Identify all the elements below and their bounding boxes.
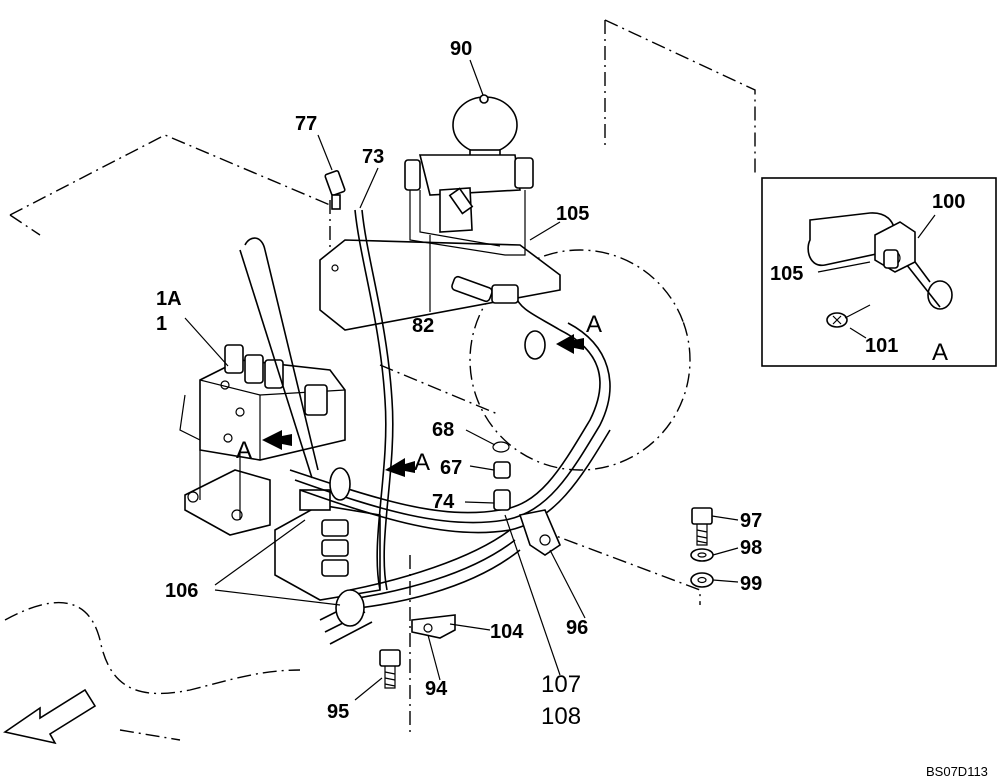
- view-marker-a: A: [586, 311, 602, 338]
- fittings-67-68-74: [492, 441, 511, 511]
- bolt-95: [379, 649, 401, 689]
- view-a-arrows: [262, 334, 584, 477]
- callout-105: 105: [556, 203, 589, 225]
- washer-99: [690, 572, 714, 588]
- callout-90: 90: [450, 38, 472, 60]
- callout-96: 96: [566, 617, 588, 639]
- detail-callout-100: 100: [932, 191, 965, 213]
- view-marker-a: A: [414, 449, 430, 476]
- callout-106: 106: [165, 580, 198, 602]
- callout-74: 74: [432, 491, 455, 513]
- clamp-94-104: [411, 614, 456, 639]
- drawing-code: BS07D113: [926, 764, 988, 779]
- callout-104: 104: [490, 621, 524, 643]
- callout-1a: 1A: [156, 288, 182, 310]
- callout-67: 67: [440, 457, 462, 479]
- detail-callout-105: 105: [770, 263, 803, 285]
- hydraulic-hoses: [239, 209, 611, 645]
- callout-1: 1: [156, 313, 167, 335]
- callout-98: 98: [740, 537, 762, 559]
- bolt-97: [691, 507, 713, 546]
- callout-108: 108: [541, 703, 581, 730]
- callout-77: 77: [295, 113, 317, 135]
- callout-99: 99: [740, 573, 762, 595]
- detail-view-label: A: [932, 339, 948, 366]
- clamp-96: [518, 509, 561, 556]
- front-direction-arrow-icon: [3, 688, 97, 745]
- callouts: 90 77 73 105 82 1A 1 68 67 74 106 104 96…: [156, 38, 762, 730]
- detail-view-a: [761, 177, 997, 367]
- view-markers: A A A: [236, 311, 602, 476]
- view-marker-a: A: [236, 437, 252, 464]
- callout-97: 97: [740, 510, 762, 532]
- phantom-outline-lines: [4, 19, 756, 741]
- callout-73: 73: [362, 146, 384, 168]
- callout-94: 94: [425, 678, 448, 700]
- callout-82: 82: [412, 315, 434, 337]
- callout-107: 107: [541, 671, 581, 698]
- fitting-77: [324, 170, 346, 210]
- manifold-block: [274, 489, 381, 601]
- detail-a-labels: 100 105 101 A: [770, 191, 965, 366]
- leader-lines: [184, 59, 739, 701]
- callout-95: 95: [327, 701, 349, 723]
- callout-68: 68: [432, 419, 454, 441]
- detail-callout-101: 101: [865, 335, 898, 357]
- lock-washer-98: [690, 548, 714, 562]
